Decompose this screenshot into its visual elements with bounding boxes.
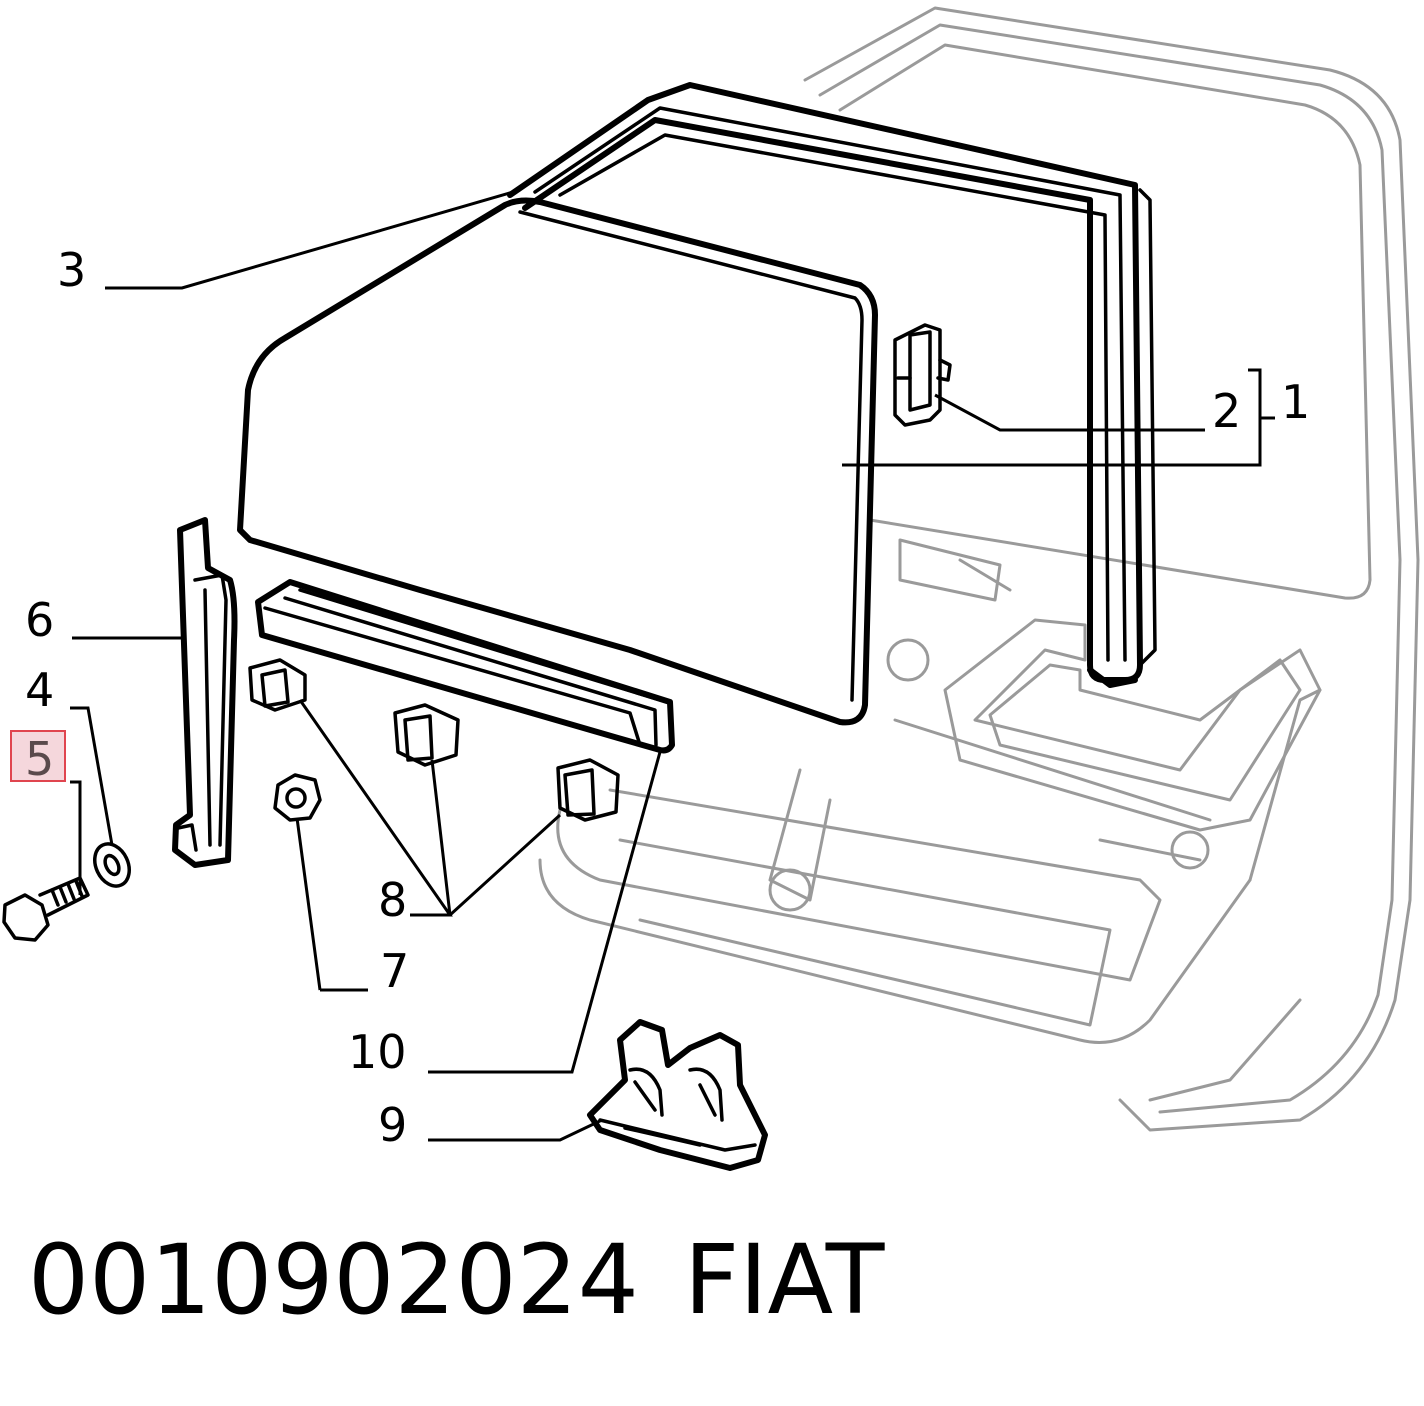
glass-guide-clip xyxy=(893,323,952,427)
svg-text:10: 10 xyxy=(348,1025,407,1079)
callout-4: 4 xyxy=(25,663,54,717)
callout-1: 1 xyxy=(1281,375,1310,429)
svg-text:3: 3 xyxy=(57,243,86,297)
part-number-label: 0010902024 xyxy=(28,1224,639,1336)
channel-bracket-middle xyxy=(393,703,460,767)
door-body-outline xyxy=(538,6,1420,1132)
svg-text:5: 5 xyxy=(25,732,54,786)
svg-text:1: 1 xyxy=(1281,375,1310,429)
callout-6: 6 xyxy=(25,593,54,647)
channel-bracket-right xyxy=(556,758,620,822)
callout-8: 8 xyxy=(378,873,407,927)
callout-5-highlighted: 5 xyxy=(10,730,66,786)
washer xyxy=(93,842,131,888)
channel-bracket-left xyxy=(248,658,307,712)
callout-3: 3 xyxy=(57,243,86,297)
svg-text:2: 2 xyxy=(1212,384,1241,438)
bolt xyxy=(2,876,90,942)
callout-10: 10 xyxy=(348,1025,407,1079)
brand-label: FIAT xyxy=(684,1224,885,1336)
svg-text:7: 7 xyxy=(380,944,409,998)
window-glass xyxy=(237,197,878,726)
lower-glass-channel xyxy=(255,579,675,754)
svg-text:4: 4 xyxy=(25,663,54,717)
window-frame-seal xyxy=(507,82,1157,688)
nut xyxy=(273,773,322,822)
svg-text:6: 6 xyxy=(25,593,54,647)
callout-7: 7 xyxy=(380,944,409,998)
leader-lines xyxy=(70,188,1275,1142)
svg-text:9: 9 xyxy=(378,1098,407,1152)
callout-9: 9 xyxy=(378,1098,407,1152)
retaining-clip xyxy=(587,1019,768,1171)
rear-guide-rail xyxy=(172,517,238,868)
svg-text:8: 8 xyxy=(378,873,407,927)
callout-2: 2 xyxy=(1212,384,1241,438)
